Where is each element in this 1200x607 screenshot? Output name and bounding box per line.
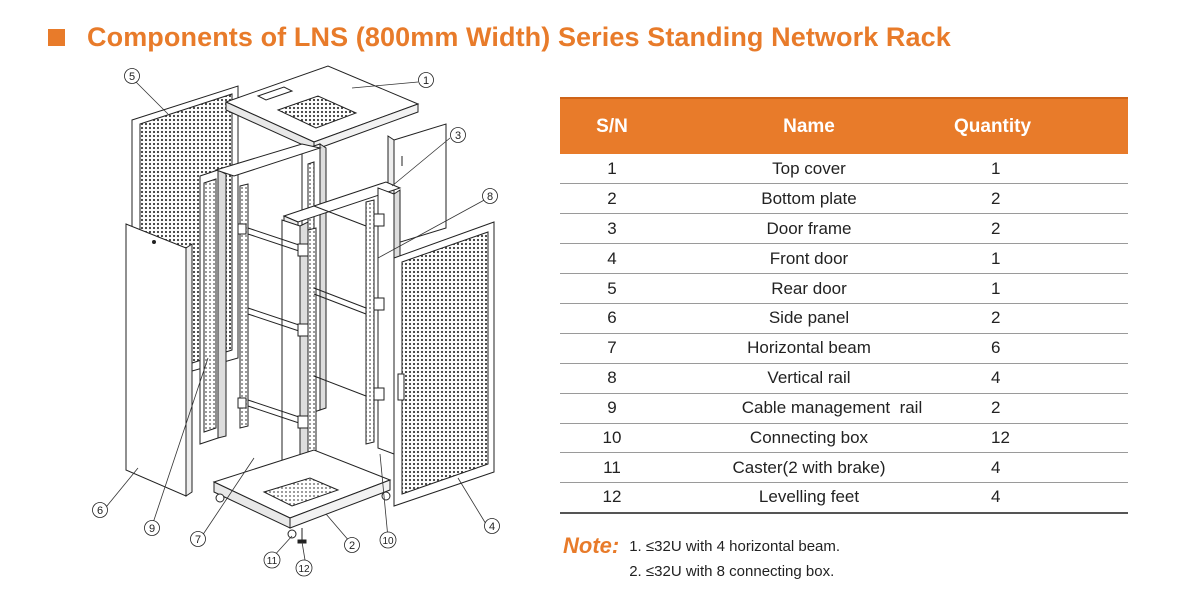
note-line: 2. ≤32U with 8 connecting box. — [629, 563, 835, 580]
cell-quantity: 1 — [991, 248, 1001, 268]
svg-text:5: 5 — [129, 71, 135, 83]
callout-6: 6 — [92, 502, 108, 518]
svg-text:12: 12 — [298, 564, 310, 575]
cell-sn: 3 — [607, 218, 617, 238]
callout-labels: 1 2 3 4 5 6 7 8 9 10 11 12 — [92, 68, 500, 577]
cell-sn: 4 — [607, 248, 617, 268]
table-row: 8 Vertical rail 4 — [560, 363, 1128, 394]
note-line: 1. ≤32U with 4 horizontal beam. — [629, 538, 841, 555]
table-row: 12 Levelling feet 4 — [560, 483, 1128, 513]
cell-name: Side panel — [768, 308, 850, 328]
callout-5: 5 — [124, 68, 140, 84]
cell-name: Rear door — [771, 278, 847, 298]
column-header-name: Name — [783, 115, 835, 137]
cell-name: Horizontal beam — [747, 338, 871, 358]
cell-quantity: 6 — [991, 338, 1001, 358]
table-row: 7 Horizontal beam 6 — [560, 333, 1128, 364]
svg-text:10: 10 — [382, 536, 394, 547]
callout-3: 3 — [450, 127, 466, 143]
table-row: 9 Cable management rail 2 — [560, 393, 1128, 424]
table-row: 10 Connecting box 12 — [560, 423, 1128, 453]
cell-name: Caster(2 with brake) — [732, 457, 886, 477]
cell-sn: 1 — [607, 158, 617, 178]
callout-12: 12 — [295, 559, 313, 577]
table-row: 6 Side panel 2 — [560, 303, 1128, 334]
rack-frame — [199, 143, 402, 483]
cell-quantity: 2 — [991, 398, 1001, 418]
callout-9: 9 — [144, 520, 160, 536]
callout-10: 10 — [379, 531, 397, 549]
table-header-row: S/N Name Quantity — [560, 98, 1128, 154]
callout-1: 1 — [418, 72, 434, 88]
cell-quantity: 2 — [991, 218, 1001, 238]
svg-text:9: 9 — [149, 523, 155, 535]
page-header: Components of LNS (800mm Width) Series S… — [48, 22, 951, 53]
cell-quantity: 2 — [991, 188, 1001, 208]
table-row: 2 Bottom plate 2 — [560, 184, 1128, 214]
svg-text:1: 1 — [423, 75, 429, 87]
components-table-container: S/N Name Quantity 1 Top cover 1 2 Bottom pl… — [560, 97, 1128, 514]
side-panel-part — [125, 223, 193, 497]
table-row: 5 Rear door 1 — [560, 274, 1128, 304]
cell-name: Levelling feet — [758, 487, 860, 507]
title-bullet-square — [48, 29, 65, 46]
svg-text:3: 3 — [455, 130, 461, 142]
cell-quantity: 1 — [991, 158, 1001, 178]
callout-8: 8 — [482, 188, 498, 204]
callout-7: 7 — [190, 531, 206, 547]
svg-text:8: 8 — [487, 191, 493, 203]
rack-exploded-diagram: 1 2 3 4 5 6 7 8 9 10 11 12 — [92, 65, 500, 577]
cell-name: Door frame — [766, 218, 852, 238]
note-label: Note: — [563, 533, 620, 558]
table-row: 11 Caster(2 with brake) 4 — [560, 453, 1128, 483]
svg-text:2: 2 — [349, 540, 355, 552]
callout-11: 11 — [263, 551, 281, 569]
cell-sn: 7 — [607, 338, 617, 358]
cell-name: Cable management rail — [741, 398, 923, 418]
components-table: S/N Name Quantity 1 Top cover 1 2 Bottom pl… — [560, 97, 1128, 514]
cell-sn: 8 — [607, 368, 617, 388]
cell-name: Bottom plate — [761, 188, 857, 208]
cell-sn: 10 — [602, 427, 622, 447]
svg-text:4: 4 — [489, 521, 495, 533]
cell-sn: 9 — [607, 398, 617, 418]
cell-quantity: 12 — [991, 427, 1010, 447]
callout-4: 4 — [484, 518, 500, 534]
svg-text:6: 6 — [97, 505, 103, 517]
cell-name: Connecting box — [749, 427, 869, 447]
table-row: 3 Door frame 2 — [560, 214, 1128, 244]
cell-name: Front door — [769, 248, 849, 268]
cell-sn: 2 — [607, 188, 617, 208]
front-door-part — [393, 221, 495, 507]
cell-quantity: 4 — [991, 487, 1001, 507]
callout-2: 2 — [344, 537, 360, 553]
cell-sn: 12 — [602, 487, 622, 507]
cell-name: Top cover — [772, 158, 846, 178]
cell-quantity: 1 — [991, 278, 1001, 298]
note-section: Note: 1. ≤32U with 4 horizontal beam. 2.… — [563, 533, 840, 584]
column-header-sn: S/N — [596, 115, 628, 137]
cell-quantity: 4 — [991, 457, 1001, 477]
cell-name: Vertical rail — [767, 368, 851, 388]
note-lines: 1. ≤32U with 4 horizontal beam. 2. ≤32U … — [629, 533, 840, 584]
cell-quantity: 2 — [991, 308, 1001, 328]
cell-quantity: 4 — [991, 368, 1001, 388]
cell-sn: 5 — [607, 278, 617, 298]
table-row: 1 Top cover 1 — [560, 154, 1128, 184]
svg-text:11: 11 — [267, 556, 278, 567]
callout-leaders — [101, 81, 489, 567]
base-assembly — [212, 449, 392, 544]
svg-text:7: 7 — [195, 534, 201, 546]
column-header-quantity: Quantity — [954, 115, 1032, 137]
cell-sn: 6 — [607, 308, 617, 328]
table-row: 4 Front door 1 — [560, 244, 1128, 274]
page-title: Components of LNS (800mm Width) Series S… — [87, 22, 951, 52]
cell-sn: 11 — [603, 457, 621, 477]
